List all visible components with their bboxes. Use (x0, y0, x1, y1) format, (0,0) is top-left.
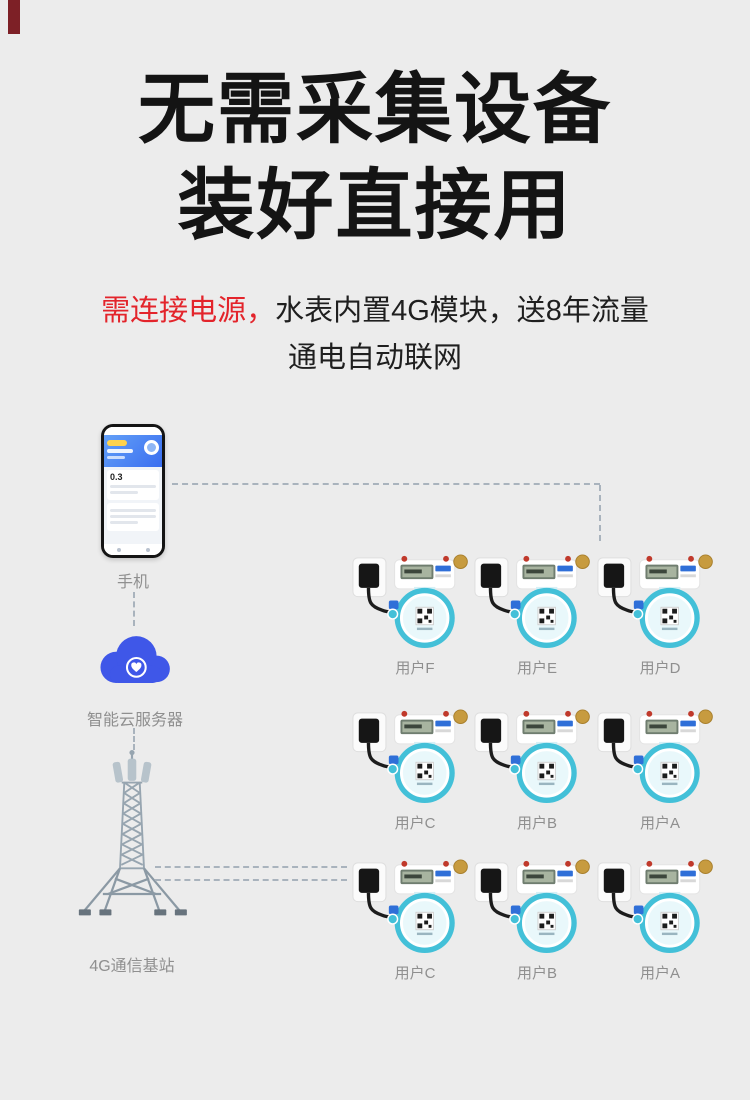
meter-user-label: 用户B (516, 815, 557, 832)
phone-nav-dot (145, 547, 150, 552)
phone-nav-bar (104, 544, 162, 555)
phone-text-bar (110, 521, 138, 524)
phone-text-bar (110, 509, 156, 512)
title-line-1: 无需采集设备 (138, 67, 612, 153)
water-meter-icon (352, 857, 478, 954)
cloud-server-icon (88, 626, 180, 690)
phone-header-text-bar (107, 449, 133, 453)
meter-user-label: 用户A (639, 965, 680, 982)
meter-unit: 用户E (474, 552, 600, 678)
water-meter-icon (474, 707, 600, 804)
page-title: 无需采集设备 装好直接用 (0, 62, 750, 254)
phone-app-header (104, 435, 162, 467)
connector-phone-to-meters-horizontal (172, 483, 600, 485)
water-meter-icon (474, 857, 600, 954)
phone-header-text-bar-2 (107, 456, 125, 459)
phone-status-bar (104, 427, 162, 435)
meter-user-label: 用户C (394, 815, 436, 832)
phone-usage-card: 0.3 (107, 470, 159, 500)
phone-text-bar (110, 485, 156, 488)
phone-header-tag (107, 440, 127, 446)
phone-usage-reading: 0.3 (110, 472, 123, 482)
subtitle: 需连接电源，水表内置4G模块，送8年流量 通电自动联网 (0, 288, 750, 382)
subtitle-highlight: 需连接电源， (101, 295, 276, 327)
meter-unit: 用户B (474, 857, 600, 983)
meter-unit: 用户D (597, 552, 723, 678)
connector-phone-to-meters-drop (599, 485, 601, 541)
tower-label: 4G通信基站 (89, 958, 175, 975)
meter-user-label: 用户D (639, 660, 681, 677)
cloud-server (88, 626, 180, 690)
phone-label: 手机 (116, 574, 149, 591)
base-station (72, 748, 192, 922)
subtitle-line-2: 通电自动联网 (287, 342, 462, 374)
cloud-label: 智能云服务器 (86, 712, 183, 729)
phone-list-card (107, 503, 159, 531)
meter-unit: 用户C (352, 707, 478, 833)
title-line-2: 装好直接用 (177, 163, 573, 249)
phone-screen: 0.3 (104, 427, 162, 555)
meter-user-label: 用户B (516, 965, 557, 982)
phone-mockup: 0.3 (101, 424, 165, 558)
phone-text-bar (110, 491, 138, 494)
meter-unit: 用户A (597, 857, 723, 983)
water-meter-icon (352, 552, 478, 649)
phone-avatar-illustration (144, 440, 159, 455)
meter-unit: 用户F (352, 552, 478, 678)
meter-unit: 用户C (352, 857, 478, 983)
phone-app-body: 0.3 (104, 467, 162, 544)
water-meter-icon (597, 857, 723, 954)
meter-unit: 用户B (474, 707, 600, 833)
connector-tower-to-meters-1 (155, 866, 347, 868)
water-meter-icon (474, 552, 600, 649)
connector-phone-to-cloud (133, 592, 135, 626)
meter-unit: 用户A (597, 707, 723, 833)
phone-nav-dot (116, 547, 121, 552)
connector-cloud-to-tower (133, 728, 135, 750)
meter-user-label: 用户C (394, 965, 436, 982)
phone-text-bar (110, 515, 156, 518)
subtitle-line-1: 需连接电源，水表内置4G模块，送8年流量 (0, 288, 750, 335)
4g-tower-icon (72, 748, 192, 920)
water-meter-icon (352, 707, 478, 804)
meter-user-label: 用户E (516, 660, 557, 677)
water-meter-icon (597, 707, 723, 804)
meter-user-label: 用户F (395, 660, 435, 677)
corner-accent (8, 0, 20, 34)
water-meter-icon (597, 552, 723, 649)
subtitle-rest: 水表内置4G模块，送8年流量 (275, 295, 649, 327)
meter-user-label: 用户A (639, 815, 680, 832)
connector-tower-to-meters-2 (155, 879, 347, 881)
